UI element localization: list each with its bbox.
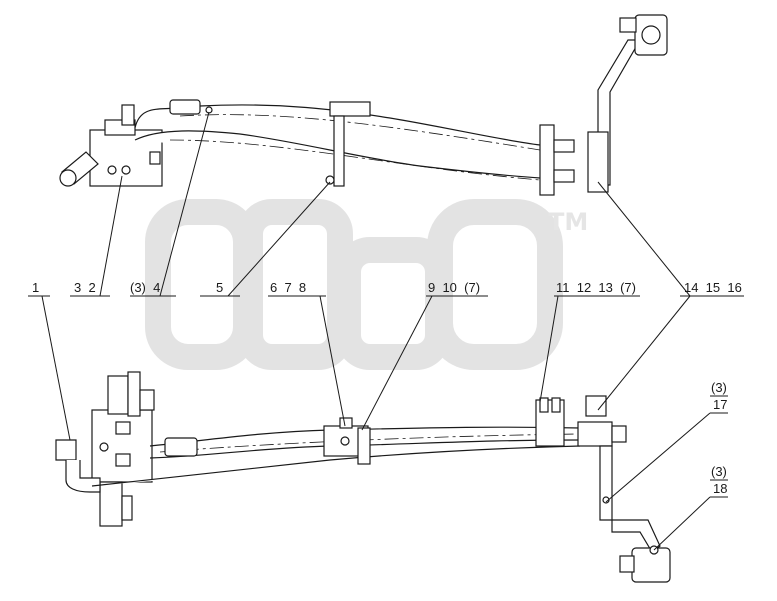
callout-3-2: 3 2 xyxy=(74,280,96,295)
callout-9-10-7: 9 10 (7) xyxy=(428,280,480,295)
callout-3-4: (3) 4 xyxy=(130,280,160,295)
callout-1: 1 xyxy=(32,280,39,295)
top-assembly xyxy=(59,14,668,196)
callout-5: 5 xyxy=(216,280,223,295)
callout-17-qty: (3) xyxy=(711,380,727,395)
bottom-assembly xyxy=(55,371,671,583)
callout-11-12-13-7: 11 12 13 (7) xyxy=(556,280,636,295)
callout-17: 17 xyxy=(713,397,727,412)
leader-lines xyxy=(28,111,744,551)
callout-18: 18 xyxy=(713,481,727,496)
bottom-hose-3 xyxy=(91,445,581,487)
watermark-tm: TM xyxy=(548,208,588,236)
callout-14-15-16: 14 15 16 xyxy=(684,280,742,295)
watermark: TM xyxy=(145,199,588,370)
callout-labels: 1 3 2 (3) 4 5 6 7 8 9 10 (7) 11 12 13 (7… xyxy=(32,280,742,496)
callout-6-7-8: 6 7 8 xyxy=(270,280,306,295)
callout-18-qty: (3) xyxy=(711,464,727,479)
